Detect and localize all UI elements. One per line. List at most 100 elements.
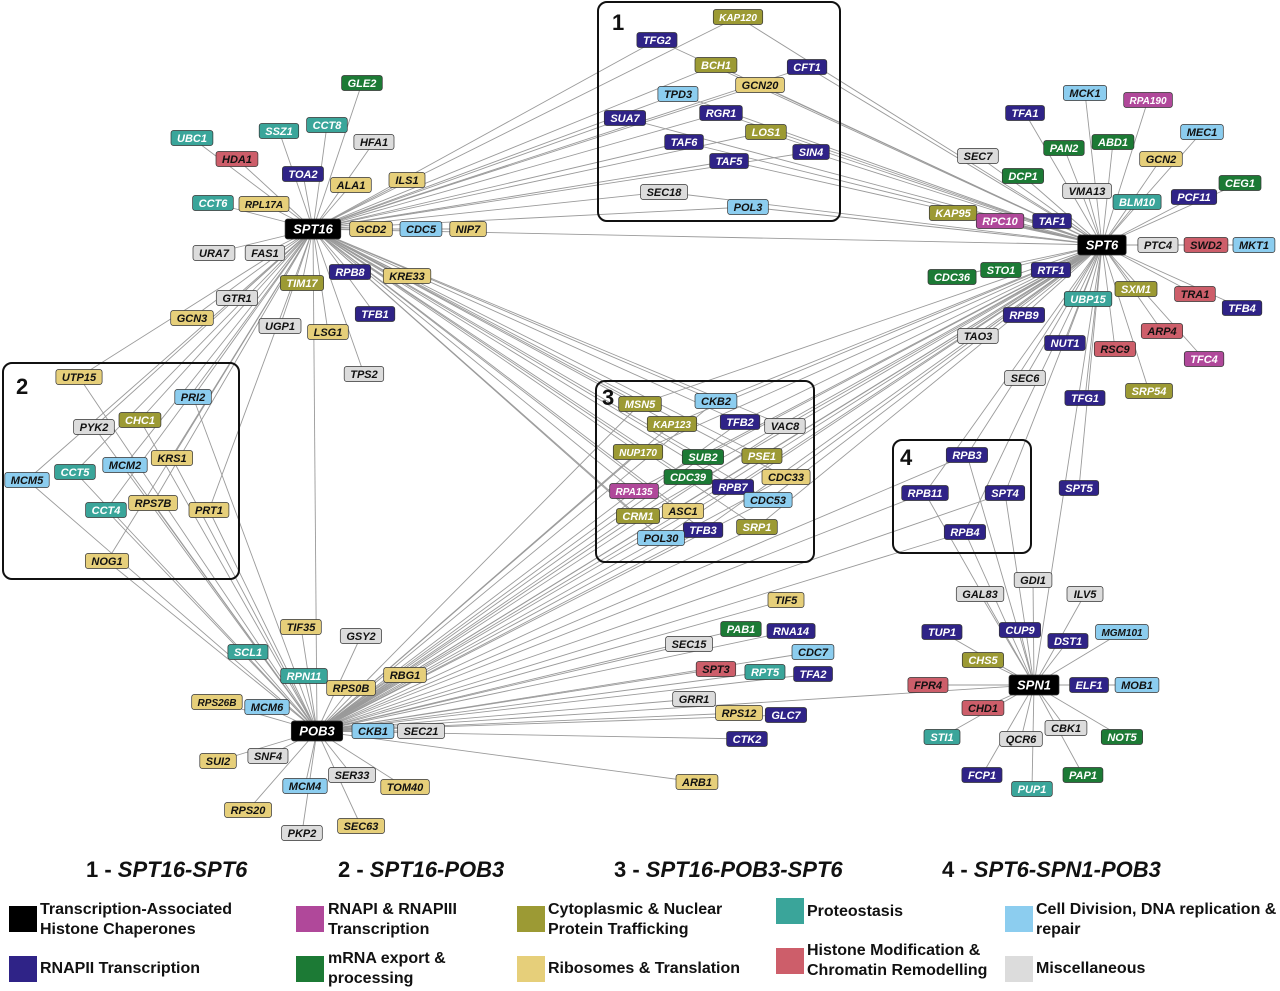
node-label-sec18: SEC18 — [647, 187, 683, 199]
node-label-cdc33: CDC33 — [768, 472, 804, 484]
node-box-pab1 — [720, 621, 762, 637]
node-box-sec21 — [397, 723, 445, 739]
node-swd2: SWD2 — [1183, 237, 1229, 253]
node-label-nip7: NIP7 — [456, 224, 481, 236]
node-box-tfa1 — [1005, 105, 1045, 121]
node-label-cdc53: CDC53 — [750, 495, 786, 507]
legend-swatch-ribosomes — [517, 956, 545, 982]
node-mkt1: MKT1 — [1232, 237, 1276, 253]
node-box-ala1 — [330, 177, 372, 193]
node-gle2: GLE2 — [341, 75, 383, 91]
node-rpb4: RPB4 — [943, 524, 986, 540]
edge-spt16-rgr1 — [312, 112, 722, 230]
node-label-gdi1: GDI1 — [1020, 575, 1046, 587]
node-pkp2: PKP2 — [281, 825, 323, 841]
node-label-sto1: STO1 — [987, 265, 1016, 277]
node-box-cdc7 — [791, 644, 835, 660]
node-box-sec7 — [957, 148, 999, 164]
node-vma13: VMA13 — [1062, 183, 1112, 199]
node-box-toa2 — [282, 166, 324, 182]
node-box-taf5 — [709, 153, 749, 169]
legend-swatch-rnapi-iii — [296, 906, 324, 932]
node-box-ugp1 — [258, 318, 302, 334]
node-sec7: SEC7 — [957, 148, 999, 164]
node-tra1: TRA1 — [1174, 286, 1216, 302]
edge-pob3-glc7 — [316, 714, 787, 732]
node-label-srp54: SRP54 — [1132, 386, 1167, 398]
node-ugp1: UGP1 — [258, 318, 302, 334]
node-label-bch1: BCH1 — [701, 60, 731, 72]
edge-spt6-tfb4 — [1101, 244, 1243, 309]
node-ssz1: SSZ1 — [258, 123, 300, 139]
edge-spt6-taf6 — [683, 141, 1103, 246]
node-label-rna14: RNA14 — [773, 626, 809, 638]
node-vac8: VAC8 — [764, 418, 806, 434]
group-caption-2: 2 - SPT16-POB3 — [338, 857, 505, 882]
node-label-cup9: CUP9 — [1005, 625, 1035, 637]
node-taf6: TAF6 — [664, 134, 704, 150]
legend-label-rnapii: RNAPII Transcription — [40, 960, 201, 977]
node-box-ssz1 — [258, 123, 300, 139]
edge-pob3-spt4 — [316, 492, 1006, 732]
node-label-mck1: MCK1 — [1069, 88, 1100, 100]
node-label-cft1: CFT1 — [793, 62, 821, 74]
node-gcd2: GCD2 — [349, 221, 393, 237]
group-caption-4: 4 - SPT6-SPN1-POB3 — [942, 857, 1161, 882]
node-cct8: CCT8 — [306, 117, 348, 133]
node-label-grr1: GRR1 — [679, 694, 710, 706]
node-msn5: MSN5 — [618, 396, 662, 412]
node-pcf11: PCF11 — [1170, 189, 1218, 205]
node-label-cdc39: CDC39 — [670, 472, 707, 484]
group-box-label-2: 2 — [16, 374, 28, 399]
node-pap1: PAP1 — [1062, 767, 1104, 783]
edge-spt6-pol3 — [747, 206, 1103, 246]
edge-spt6-mec1 — [1101, 131, 1203, 246]
node-label-srp1: SRP1 — [743, 522, 772, 534]
edge-spt6-mck1 — [1084, 92, 1103, 246]
node-label-mob1: MOB1 — [1121, 680, 1153, 692]
node-box-ilv5 — [1066, 586, 1104, 602]
node-dcp1: DCP1 — [1001, 168, 1044, 184]
node-label-spt4: SPT4 — [991, 488, 1019, 500]
node-kap95: KAP95 — [928, 205, 978, 221]
node-label-cbk1: CBK1 — [1051, 723, 1081, 735]
node-box-cct8 — [306, 117, 348, 133]
node-box-kre33 — [382, 268, 432, 284]
edge-spn1-gal83 — [979, 593, 1035, 686]
node-label-rbg1: RBG1 — [390, 670, 421, 682]
node-pup1: PUP1 — [1011, 781, 1053, 797]
node-gcn3: GCN3 — [170, 310, 214, 326]
node-sti1: STI1 — [923, 729, 961, 745]
node-rpt5: RPT5 — [744, 664, 786, 680]
node-prt1: PRT1 — [188, 502, 230, 518]
node-gcn2: GCN2 — [1139, 151, 1183, 167]
node-rpn11: RPN11 — [280, 668, 328, 684]
node-label-taf5: TAF5 — [716, 156, 744, 168]
node-box-qcr6 — [999, 731, 1043, 747]
node-label-gcn2: GCN2 — [1146, 154, 1177, 166]
edge-spt16-bch1 — [312, 64, 717, 230]
node-box-msn5 — [618, 396, 662, 412]
node-label-sui2: SUI2 — [206, 756, 230, 768]
node-ckb1: CKB1 — [351, 723, 395, 739]
node-label-crm1: CRM1 — [622, 511, 653, 523]
node-box-tif5 — [767, 592, 805, 608]
edge-spt16-cdc39 — [312, 228, 689, 478]
node-glc7: GLC7 — [764, 707, 807, 723]
node-label-sti1: STI1 — [930, 732, 953, 744]
node-box-gcn3 — [170, 310, 214, 326]
node-rpa135: RPA135 — [609, 483, 659, 499]
edge-pob3-cdc33 — [316, 476, 787, 732]
node-label-snf4: SNF4 — [254, 751, 282, 763]
node-box-rpn11 — [280, 668, 328, 684]
edge-spt16-mcm5 — [26, 228, 314, 481]
node-box-cct4 — [85, 502, 127, 518]
node-rpc10: RPC10 — [975, 213, 1025, 229]
node-box-ctk2 — [726, 731, 768, 747]
edge-spt6-spn1 — [1033, 244, 1103, 686]
node-mgm101: MGM101 — [1095, 624, 1149, 640]
node-box-chs5 — [961, 652, 1004, 668]
edge-spt16-cct5 — [74, 228, 314, 473]
node-label-pri2: PRI2 — [181, 392, 205, 404]
node-label-ctk2: CTK2 — [733, 734, 762, 746]
